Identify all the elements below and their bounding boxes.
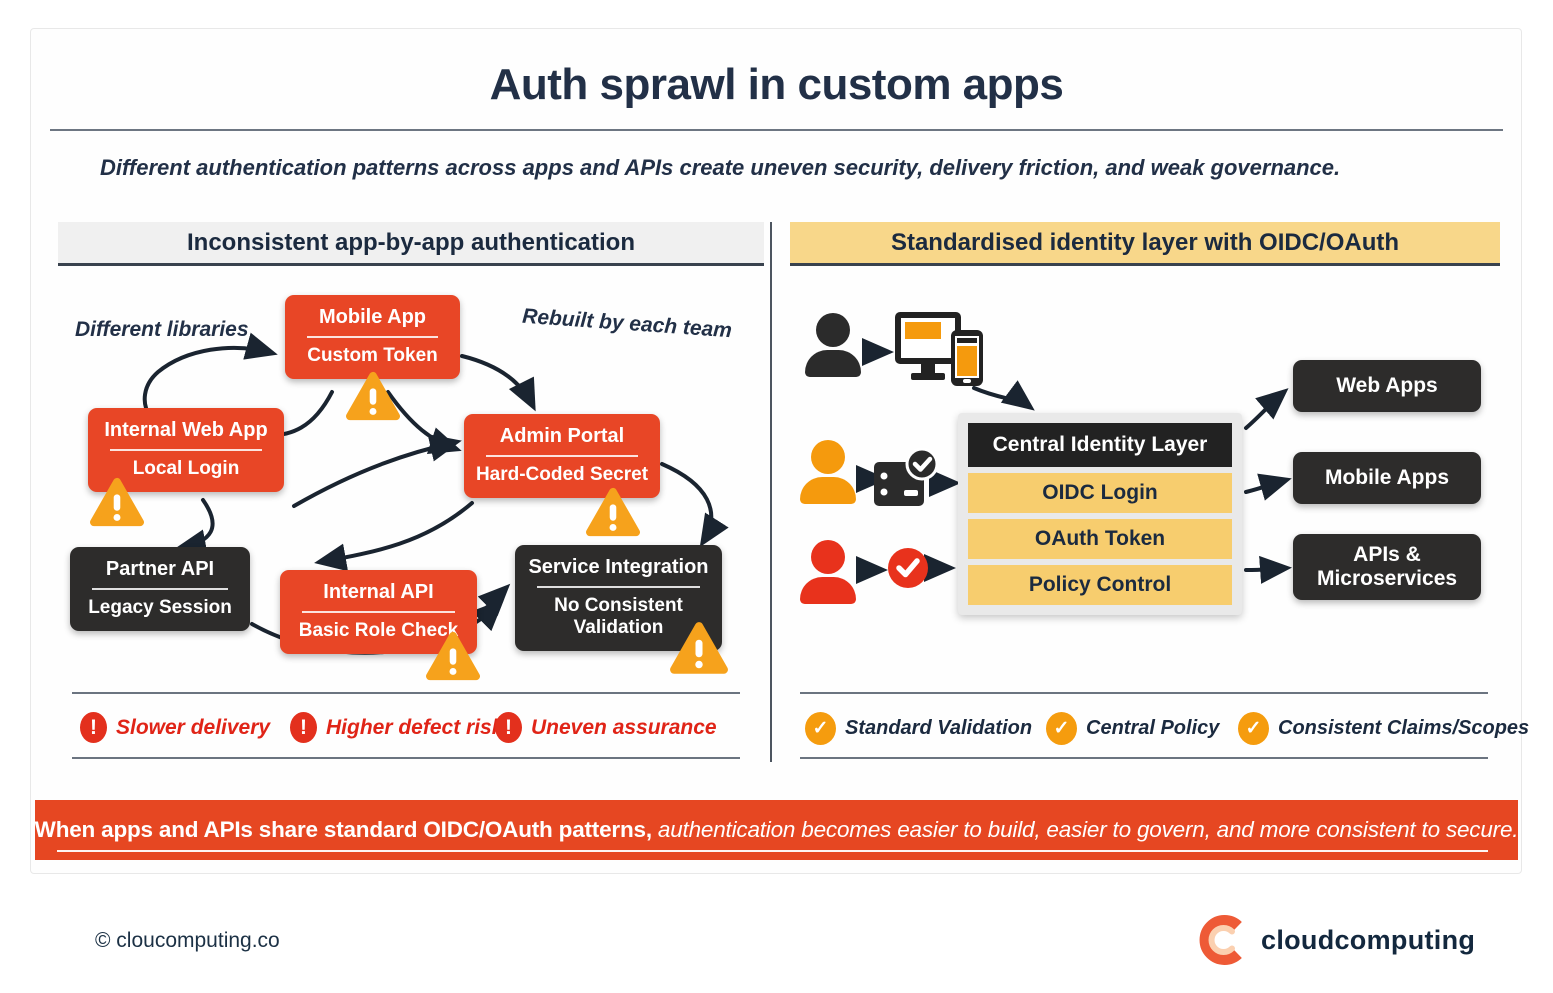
issue-label: Higher defect risk [326,715,504,739]
warning-icon [670,622,728,674]
issue-slower-delivery: ! Slower delivery [80,712,270,743]
node-divider [537,586,700,588]
left-bottom-divider [72,757,740,759]
devices-icon [895,312,983,386]
user-torso [805,350,861,377]
identity-row-policy-control: Policy Control [968,565,1232,605]
node-subtitle: Basic Role Check [298,620,459,641]
arrow [1244,473,1292,501]
arrow [477,583,511,617]
check-icon: ✓ [1238,712,1269,745]
benefit-label: Central Policy [1086,717,1220,739]
node-title: Service Integration [528,556,709,578]
exclamation-icon: ! [80,712,107,743]
target-mobile-apps: Mobile Apps [1293,452,1481,504]
benefit-label: Consistent Claims/Scopes [1278,717,1530,739]
arrow [1244,555,1292,584]
identity-row-oidc-login: OIDC Login [968,473,1232,513]
user-torso [800,477,856,504]
node-title: Admin Portal [499,425,625,447]
node-divider [92,588,228,590]
arrow [460,354,536,412]
right-footer-divider [800,692,1488,694]
issue-label: Uneven assurance [531,715,717,739]
user-head [811,540,845,574]
central-identity-title: Central Identity Layer [968,423,1232,467]
node-title: Internal API [323,581,434,603]
banner-underline [57,850,1488,852]
node-mobile-app: Mobile App Custom Token [285,295,460,379]
user-torso [800,577,856,604]
issue-label: Slower delivery [116,715,271,739]
exclamation-icon: ! [290,712,317,743]
node-partner-api: Partner API Legacy Session [70,547,250,631]
node-divider [307,336,438,338]
page-title: Auth sprawl in custom apps [489,60,1064,109]
title-divider [50,129,1503,131]
annotation-different-libraries: Different libraries [75,318,249,341]
panel-divider [770,222,772,762]
exclamation-icon: ! [495,712,522,743]
node-divider [302,611,455,613]
node-divider [486,455,638,457]
arrow [660,462,729,548]
check-icon: ✓ [805,712,836,745]
check-icon: ✓ [1046,712,1077,745]
benefit-central-policy: ✓ Central Policy [1046,712,1219,745]
left-panel-header: Inconsistent app-by-app authentication [58,222,764,266]
user-icon [800,540,856,604]
node-service-integration: Service Integration No Consistent Valida… [515,545,722,651]
node-subtitle: Custom Token [307,345,438,366]
page-subtitle: Different authentication patterns across… [100,155,1341,180]
benefit-standard-validation: ✓ Standard Validation [805,712,1032,745]
target-apis-microservices: APIs & Microservices [1293,534,1481,600]
arrow [292,434,462,508]
user-icon [800,440,856,504]
brand-logo: cloudcomputing [1199,915,1475,965]
arrow [174,498,215,557]
cloudcomputing-logo-icon [1199,915,1242,965]
benefit-label: Standard Validation [845,717,1033,739]
node-internal-web-app: Internal Web App Local Login [88,408,284,492]
node-divider [110,449,262,451]
node-subtitle: Hard-Coded Secret [475,464,649,485]
summary-text: When apps and APIs share standard OIDC/O… [35,817,1519,843]
node-admin-portal: Admin Portal Hard-Coded Secret [464,414,660,498]
right-bottom-divider [800,757,1488,759]
arrow [972,380,1035,411]
right-panel-header: Standardised identity layer with OIDC/OA… [790,222,1500,266]
summary-text-italic: authentication becomes easier to build, … [651,817,1519,842]
arrow [1244,388,1289,430]
badge-check-icon [874,448,939,506]
summary-banner: When apps and APIs share standard OIDC/O… [35,800,1519,860]
issue-higher-defect-risk: ! Higher defect risk [290,712,503,743]
node-internal-api: Internal API Basic Role Check [280,570,477,654]
user-head [811,440,845,474]
node-title: Partner API [105,558,215,580]
node-subtitle: Legacy Session [88,597,232,618]
issue-uneven-assurance: ! Uneven assurance [495,712,717,743]
warning-icon [346,371,400,421]
node-title: Internal Web App [104,419,268,441]
identity-row-oauth-token: OAuth Token [968,519,1232,559]
copyright-text: © cloucomputing.co [95,929,280,952]
node-subtitle: No Consistent Validation [554,595,683,638]
node-title: Mobile App [318,306,427,328]
summary-text-bold: When apps and APIs share standard OIDC/O… [34,817,652,842]
arrow [314,501,474,572]
user-head [816,313,850,347]
central-identity-layer: Central Identity Layer OIDC Login OAuth … [958,413,1242,615]
target-web-apps: Web Apps [1293,360,1481,412]
brand-logo-text: cloudcomputing [1261,924,1476,955]
warning-icon [586,487,640,537]
warning-icon [426,631,480,681]
left-footer-divider [72,692,740,694]
node-subtitle: Local Login [132,458,240,479]
check-circle-icon [888,548,928,588]
benefit-consistent-claims: ✓ Consistent Claims/Scopes [1238,712,1529,745]
user-icon [805,313,861,377]
warning-icon [90,477,144,527]
